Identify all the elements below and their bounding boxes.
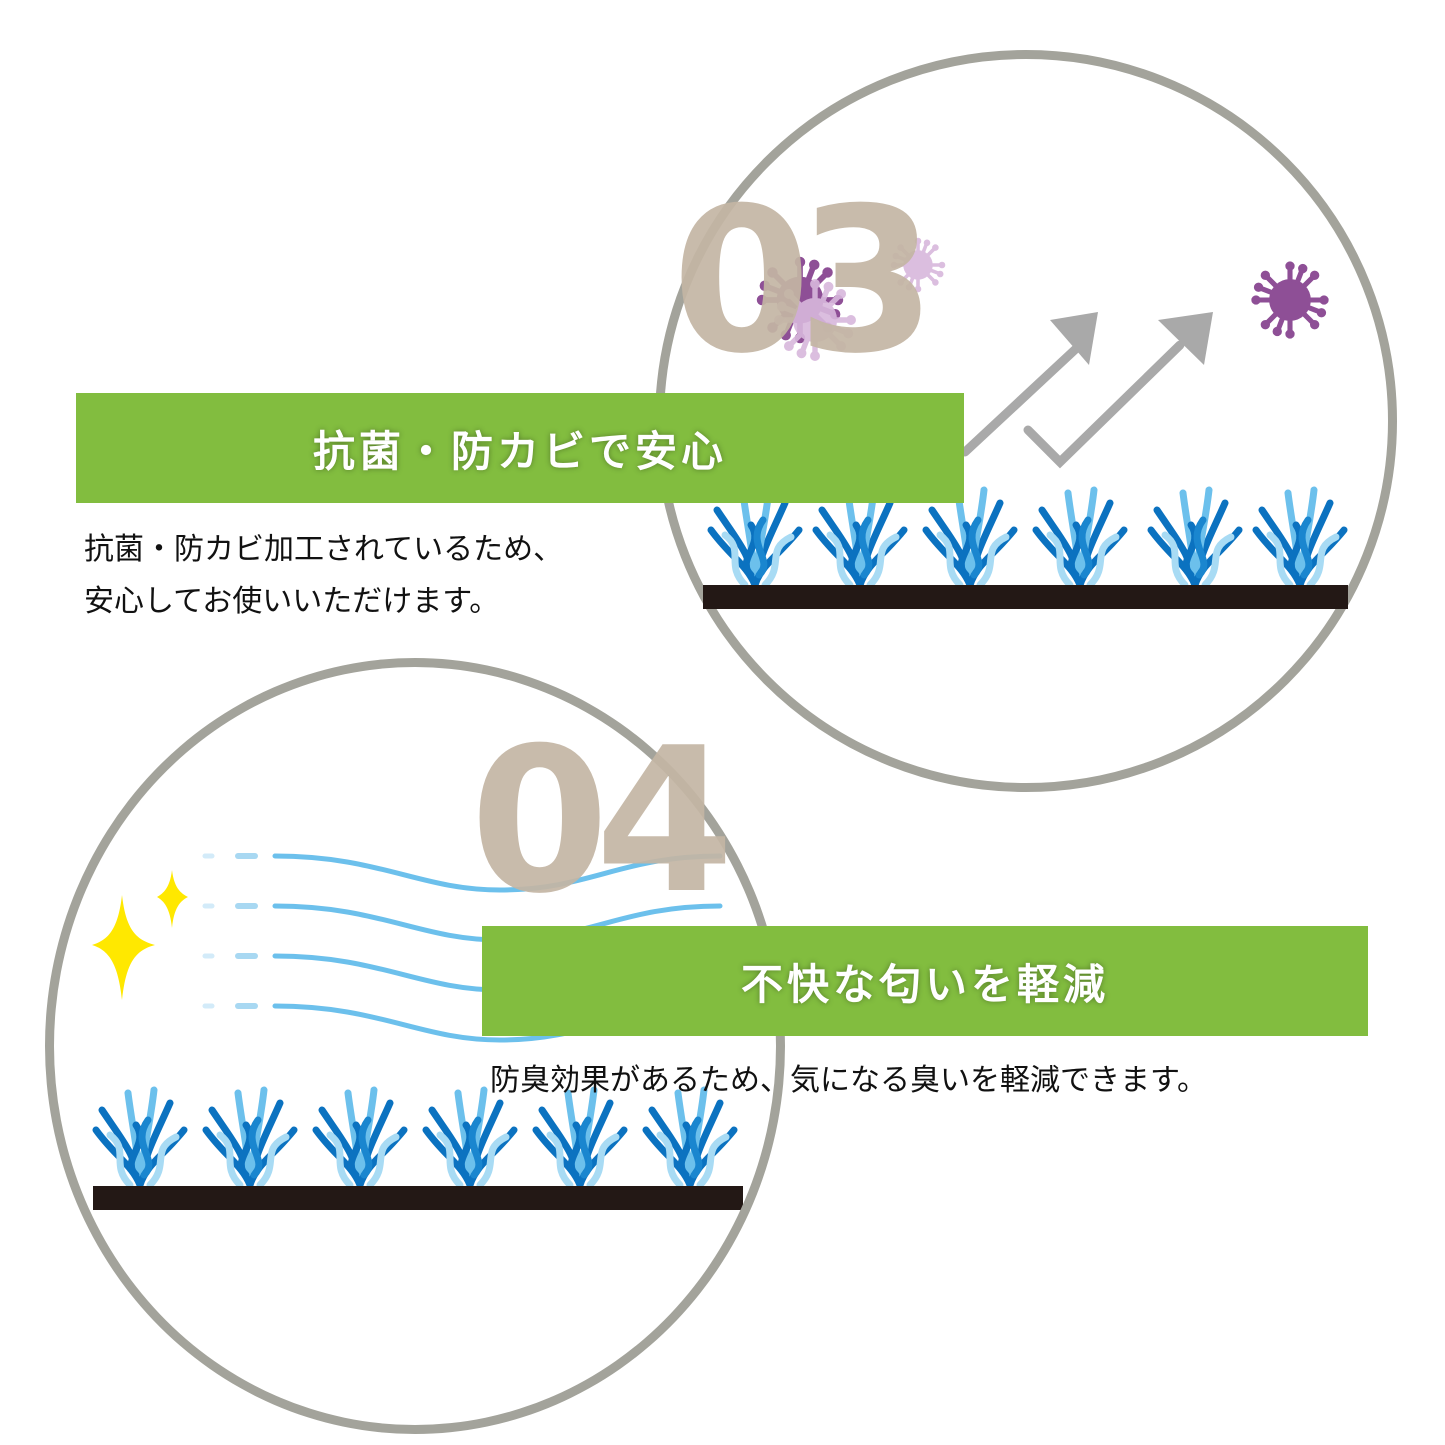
feature-04-number: 04 xyxy=(470,705,734,938)
feature-03-description-line2: 安心してお使いいただけます。 xyxy=(84,584,500,619)
arrow-up-right-icon xyxy=(960,312,1213,469)
feature-03-description-line1: 抗菌・防カビ加工されているため、 xyxy=(84,532,564,567)
feature-03-title-banner: 抗菌・防カビで安心 xyxy=(76,393,964,503)
feature-03-title: 抗菌・防カビで安心 xyxy=(312,426,727,476)
feature-04-title-banner: 不快な匂いを軽減 xyxy=(482,926,1368,1036)
feature-04-description: 防臭効果があるため、気になる臭いを軽減できます。 xyxy=(490,1063,1207,1098)
feature-04-circle xyxy=(45,658,785,1434)
feature-03-number: 03 xyxy=(672,165,936,398)
feature-03-description: 抗菌・防カビ加工されているため、 安心してお使いいただけます。 xyxy=(84,524,563,628)
feature-04-title: 不快な匂いを軽減 xyxy=(740,959,1109,1009)
